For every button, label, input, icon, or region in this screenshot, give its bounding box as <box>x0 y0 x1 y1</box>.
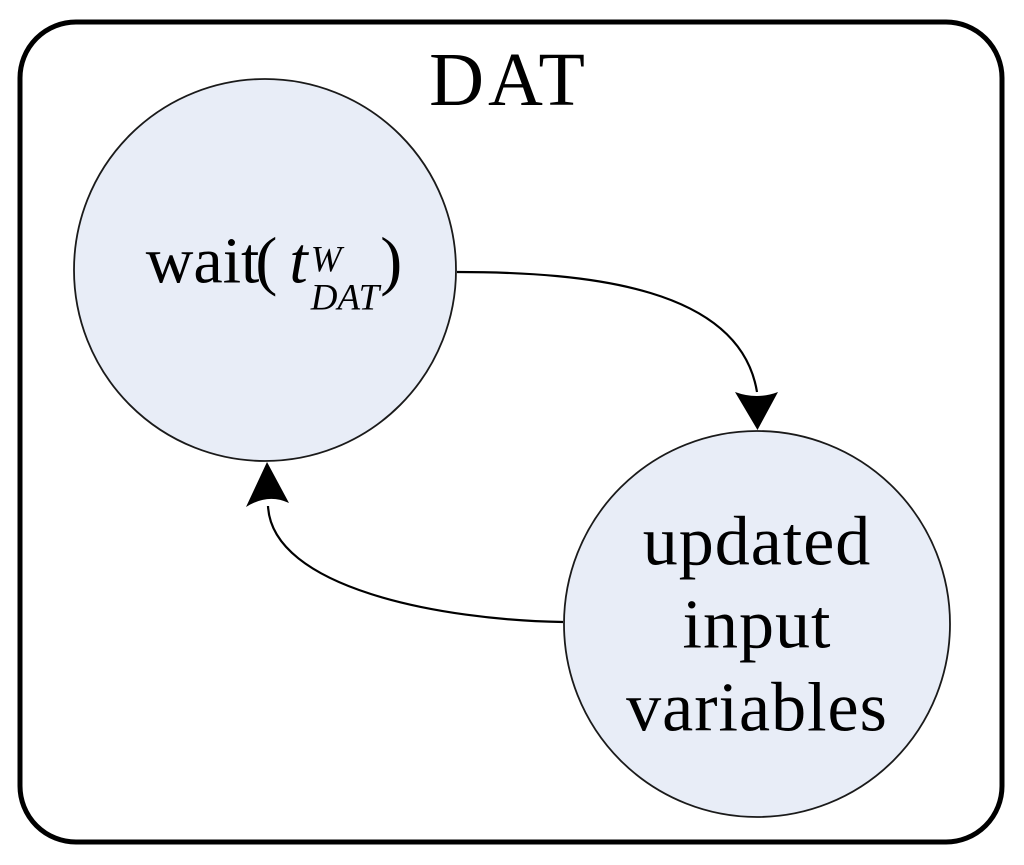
wait-function-name: wait <box>145 224 260 298</box>
time-variable: t <box>289 224 308 298</box>
diagram-title: DAT <box>429 38 589 122</box>
state-circle-updated-input-variables <box>563 430 951 818</box>
arrowhead-up-icon <box>246 462 289 507</box>
state-circle-wait <box>73 78 457 462</box>
transition-arrow-wait-to-updated <box>456 270 759 393</box>
arrowhead-down-icon <box>735 392 778 430</box>
outer-frame <box>17 19 1005 845</box>
label-line-2: input <box>682 586 832 664</box>
label-line-1: updated <box>642 503 872 581</box>
superscript-w: W <box>310 239 342 281</box>
open-paren: ( <box>255 224 278 298</box>
transition-arrow-updated-to-wait <box>266 505 564 624</box>
label-line-3: variables <box>626 669 888 747</box>
subscript-dat: DAT <box>310 277 380 319</box>
updated-input-variables-label: updated input variables <box>626 501 888 750</box>
close-paren: ) <box>380 224 403 298</box>
